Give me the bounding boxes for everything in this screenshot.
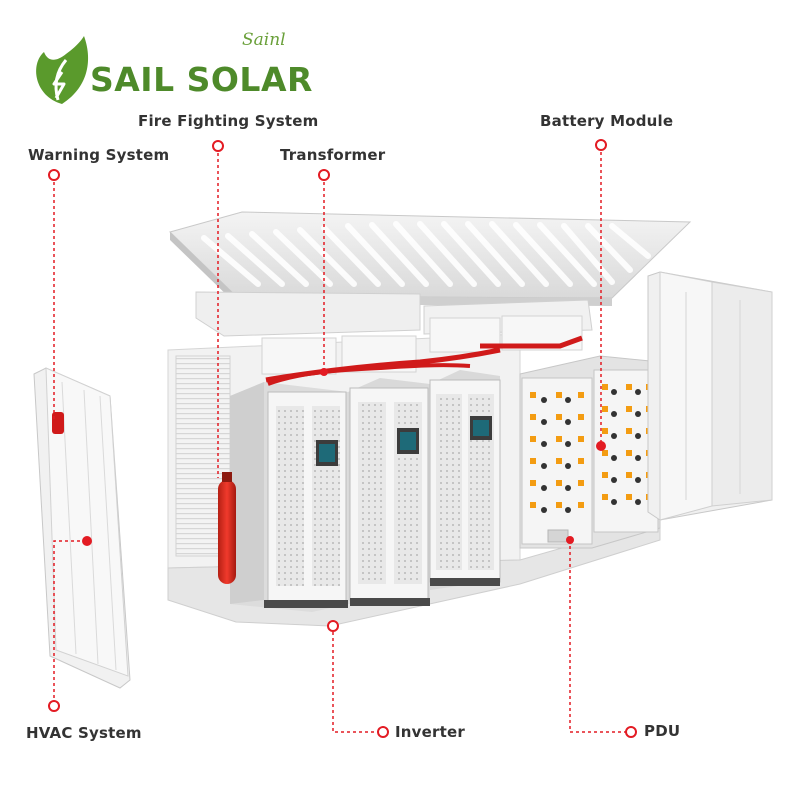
callout-lines <box>53 146 626 733</box>
label-battery-module: Battery Module <box>540 112 674 130</box>
battery-racks <box>519 355 661 549</box>
inverter-cabinet-2 <box>348 378 430 606</box>
inverter-cabinet-1 <box>230 382 348 612</box>
warning-alarm-icon <box>52 412 64 434</box>
leaf-logo-icon <box>36 36 89 104</box>
brand-script-mark: Sainl <box>242 30 286 50</box>
fire-extinguisher-icon <box>218 472 236 584</box>
label-inverter: Inverter <box>395 723 465 741</box>
callout-markers <box>48 139 637 738</box>
label-pdu: PDU <box>644 722 681 740</box>
power-cable <box>267 363 471 386</box>
label-fire-fighting-system: Fire Fighting System <box>138 112 319 130</box>
roof-panel <box>169 211 692 306</box>
label-transformer: Transformer <box>280 146 386 164</box>
label-warning-system: Warning System <box>28 146 170 164</box>
right-door-panel <box>647 271 773 521</box>
hvac-side-panel <box>33 367 131 689</box>
label-hvac-system: HVAC System <box>26 724 142 742</box>
brand-name: SAIL SOLAR <box>90 60 313 99</box>
inverter-cabinet-3 <box>429 370 501 590</box>
callout-dots <box>82 368 606 546</box>
